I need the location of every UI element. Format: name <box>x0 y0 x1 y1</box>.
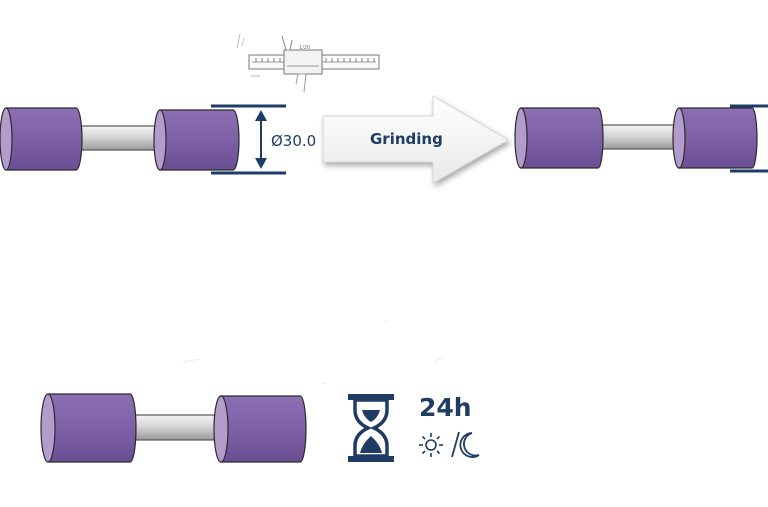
part-before-grinding <box>0 107 240 171</box>
caliper-icon: 1/20 <box>236 33 380 93</box>
slash-divider <box>451 431 460 458</box>
moon-icon <box>459 432 480 458</box>
axle <box>595 124 681 150</box>
axle <box>77 125 163 151</box>
part-resting <box>40 393 307 463</box>
grinding-arrow <box>322 95 509 184</box>
hourglass-icon <box>348 394 394 462</box>
right-roller <box>672 107 758 169</box>
left-roller <box>0 107 83 171</box>
grinding-label: Grinding <box>370 130 443 148</box>
duration-label: 24h <box>419 393 472 422</box>
part-after-grinding <box>514 104 768 173</box>
left-roller <box>40 393 137 463</box>
faint-marks <box>182 320 443 385</box>
diameter-label: Ø30.0 <box>271 132 316 150</box>
right-roller <box>213 395 307 463</box>
svg-text:1/20: 1/20 <box>299 45 310 51</box>
right-roller <box>153 109 240 171</box>
sun-icon <box>419 433 443 457</box>
axle <box>129 414 223 441</box>
left-roller <box>514 107 604 169</box>
diameter-dimension: Ø30.0 <box>211 104 316 175</box>
